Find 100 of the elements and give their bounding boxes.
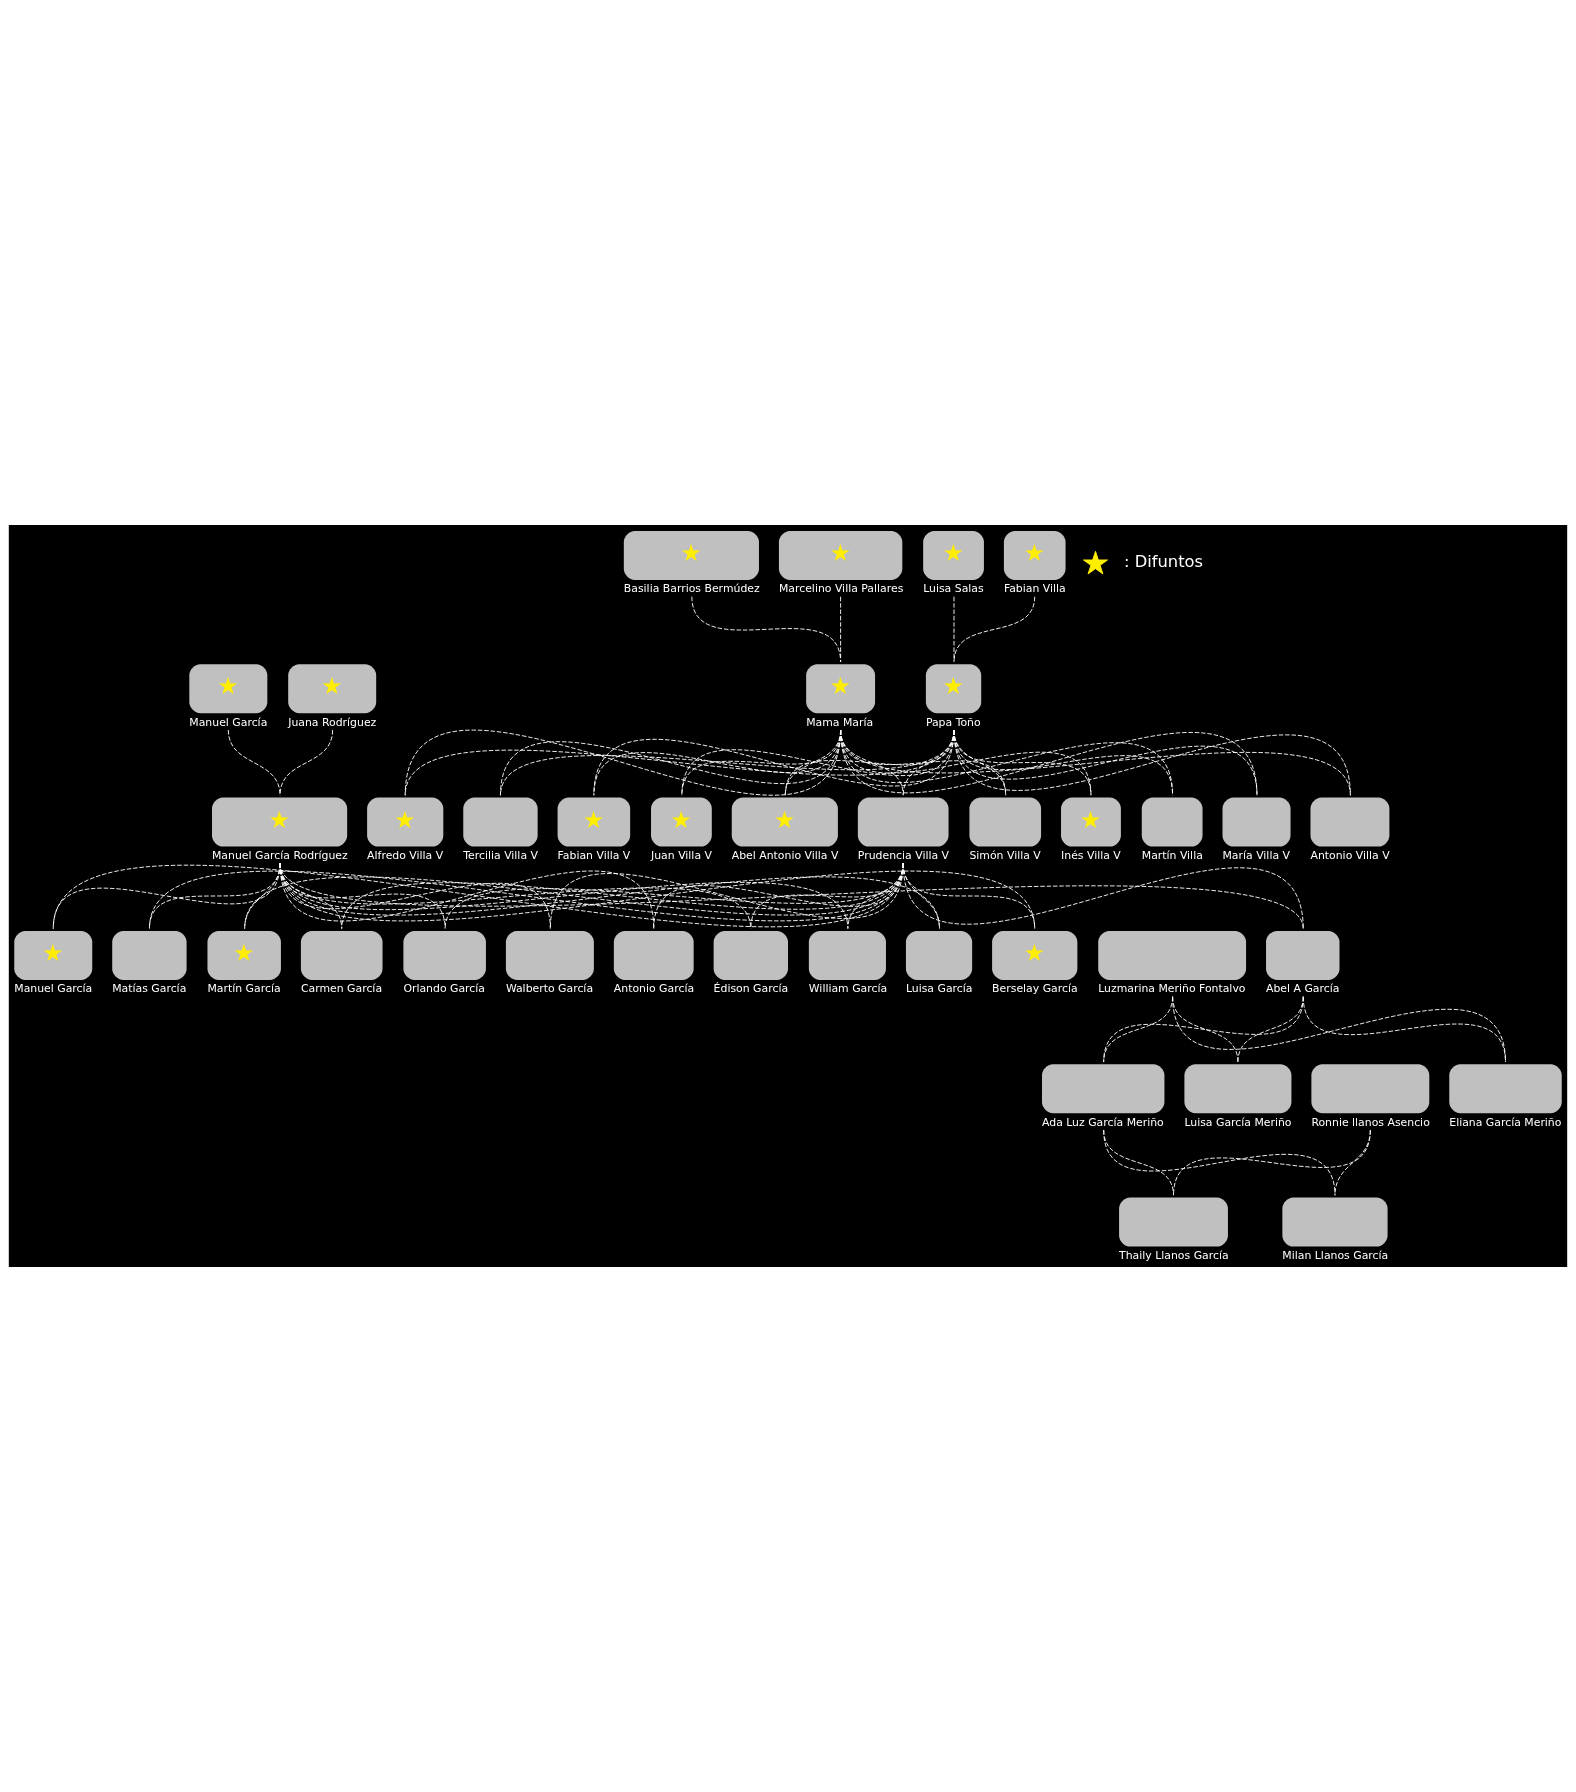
- node-box: ★: [923, 530, 984, 580]
- connector: [500, 729, 842, 796]
- legend-label: : Difuntos: [1124, 551, 1204, 571]
- node-label: Tercilia Villa V: [463, 848, 538, 862]
- node-box: [613, 930, 694, 980]
- connector: [404, 729, 842, 796]
- connector: [279, 862, 343, 930]
- node-box: [112, 930, 187, 980]
- node-label: Luisa Salas: [923, 582, 984, 596]
- connector: [953, 596, 1036, 663]
- node-box: ★: [367, 797, 444, 847]
- node-box: [1311, 1064, 1430, 1114]
- connector: [1334, 1129, 1371, 1196]
- node-box: ★: [1061, 797, 1121, 847]
- node-box: [969, 797, 1042, 847]
- node-box: [1282, 1197, 1388, 1247]
- node-label: Mama María: [806, 715, 874, 729]
- connector: [1173, 1129, 1371, 1196]
- node-label: Luisa García: [905, 982, 973, 996]
- connector: [500, 729, 955, 796]
- connector: [1103, 1129, 1336, 1196]
- node-box: [1184, 1064, 1292, 1114]
- node-box: [1042, 1064, 1165, 1114]
- node-label: Luisa García Meriño: [1184, 1115, 1292, 1129]
- node-box: ★: [207, 930, 281, 980]
- node-box: [1266, 930, 1340, 980]
- node-box: [713, 930, 788, 980]
- connector: [840, 596, 842, 663]
- node-label: Simón Villa V: [969, 848, 1041, 862]
- connector: [279, 862, 752, 930]
- node-box: ★: [778, 530, 903, 580]
- node-box: ★: [189, 664, 268, 714]
- connector: [279, 862, 551, 930]
- node-label: Milan Llanos García: [1282, 1248, 1389, 1262]
- node-label: William García: [808, 982, 888, 996]
- node-label: Carmen García: [300, 982, 383, 996]
- node-label: Ronnie llanos Asencio: [1311, 1115, 1430, 1129]
- node-label: Manuel García: [189, 715, 268, 729]
- node-box: ★: [992, 930, 1078, 980]
- node-label: Juana Rodríguez: [288, 715, 377, 729]
- node-label: Manuel García: [14, 982, 93, 996]
- node-box: [1222, 797, 1291, 847]
- connector: [404, 729, 955, 796]
- node-label: Inés Villa V: [1061, 848, 1121, 862]
- node-label: Alfredo Villa V: [367, 848, 444, 862]
- node-box: [1310, 797, 1390, 847]
- node-box: [403, 930, 486, 980]
- node-box: ★: [1003, 530, 1066, 580]
- node-label: Fabian Villa: [1003, 582, 1066, 596]
- node-box: ★: [288, 664, 377, 714]
- node-label: Berselay García: [992, 982, 1078, 996]
- node-label: María Villa V: [1222, 848, 1290, 862]
- connector: [1103, 996, 1304, 1063]
- connector: [279, 729, 334, 796]
- node-label: Walberto García: [505, 982, 594, 996]
- node-box: ★: [557, 797, 631, 847]
- node-label: Abel Antonio Villa V: [731, 848, 839, 862]
- node-label: Luzmarina Meriño Fontalvo: [1098, 982, 1246, 996]
- connector: [279, 862, 1304, 930]
- node-label: Antonio García: [613, 982, 695, 996]
- node-box: ★: [651, 797, 712, 847]
- connector: [1103, 996, 1174, 1063]
- connector: [840, 729, 1258, 796]
- connector: [840, 729, 1351, 796]
- node-label: Eliana García Meriño: [1449, 1115, 1562, 1129]
- node-label: Ada Luz García Meriño: [1041, 1115, 1164, 1129]
- node-box: [505, 930, 594, 980]
- node-label: Juan Villa V: [651, 848, 712, 862]
- node-label: Édison García: [713, 982, 789, 996]
- node-box: [300, 930, 383, 980]
- connector: [1172, 996, 1506, 1063]
- node-label: Orlando García: [403, 982, 486, 996]
- connector: [953, 596, 955, 663]
- node-label: Matías García: [112, 982, 187, 996]
- node-box: [1141, 797, 1203, 847]
- node-label: Basilia Barrios Bermúdez: [623, 582, 760, 596]
- node-box: [1449, 1064, 1562, 1114]
- connector: [691, 596, 842, 663]
- node-box: ★: [623, 530, 759, 580]
- node-box: ★: [731, 797, 838, 847]
- node-label: Thaily Llanos García: [1119, 1248, 1229, 1262]
- node-box: [1119, 1197, 1228, 1247]
- node-box: [905, 930, 973, 980]
- node-label: Manuel García Rodríguez: [212, 848, 348, 862]
- node-box: ★: [806, 664, 876, 714]
- node-label: Martín Villa: [1141, 848, 1203, 862]
- node-box: ★: [925, 664, 982, 714]
- node-label: Marcelino Villa Pallares: [778, 582, 904, 596]
- node-box: ★: [14, 930, 93, 980]
- node-box: ★: [212, 797, 348, 847]
- node-label: Abel A García: [1266, 982, 1340, 996]
- node-box: [463, 797, 538, 847]
- node-label: Papa Toño: [925, 715, 981, 729]
- node-label: Martín García: [207, 982, 281, 996]
- node-box: [808, 930, 886, 980]
- connector: [279, 862, 446, 930]
- node-box: [857, 797, 949, 847]
- node-label: Prudencia Villa V: [857, 848, 950, 862]
- connector: [279, 862, 655, 930]
- node-label: Antonio Villa V: [1310, 848, 1390, 862]
